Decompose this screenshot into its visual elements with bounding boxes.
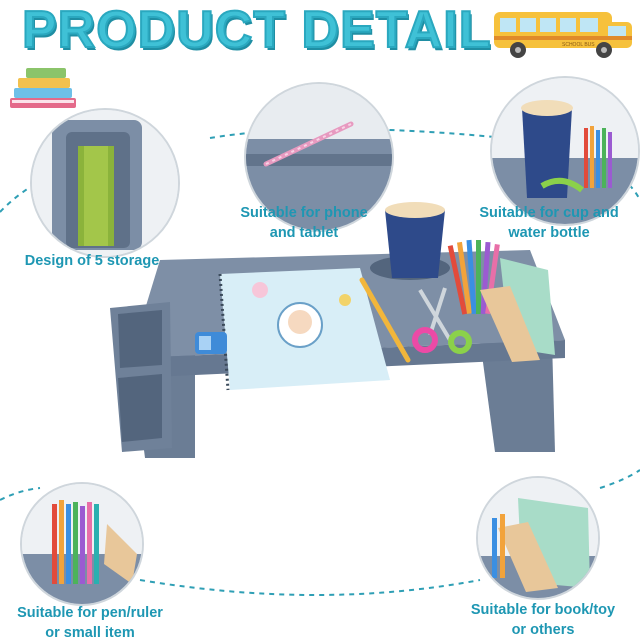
- detail-circle-phone-slot: [244, 82, 394, 232]
- colored-pencils: [447, 239, 500, 315]
- colored-pencils: [584, 126, 612, 188]
- school-bus-icon: SCHOOL BUS: [494, 12, 632, 58]
- bus-sign: SCHOOL BUS: [562, 42, 595, 48]
- detail-circle-pen-holder: [20, 482, 144, 606]
- feature-caption-cup: Suitable for cup and water bottle: [479, 205, 619, 241]
- page-title: PRODUCT DETAIL: [21, 0, 492, 60]
- feature-caption-pen: Suitable for pen/ruler or small item: [17, 605, 163, 641]
- feature-caption-book: Suitable for book/toy or others: [470, 602, 616, 638]
- cup-icon: [385, 210, 445, 278]
- colored-pencils: [52, 500, 99, 584]
- detail-circle-cup-holder: [490, 76, 640, 226]
- feature-caption-storage: Design of 5 storage: [24, 253, 160, 269]
- detail-circle-book-holder: [476, 476, 600, 600]
- scissors-icon: [412, 287, 472, 354]
- cup-icon: [522, 108, 572, 198]
- lap-desk-tray: [110, 202, 565, 458]
- feature-caption-phone: Suitable for phone and tablet: [240, 205, 368, 241]
- books-icon: [10, 68, 76, 108]
- pencil-icon: [359, 277, 411, 363]
- detail-circle-storage: [30, 108, 180, 258]
- notebook-icon: [218, 268, 390, 391]
